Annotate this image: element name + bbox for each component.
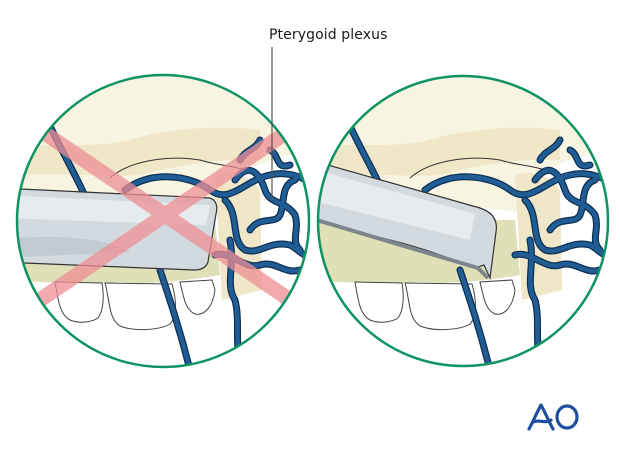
incorrect-cross-mark bbox=[35, 123, 295, 307]
ao-logo bbox=[527, 403, 579, 431]
panel-incorrect bbox=[15, 73, 311, 369]
panel-border bbox=[15, 73, 311, 369]
panel-correct bbox=[316, 74, 610, 368]
panel-border bbox=[316, 74, 610, 368]
pterygoid-plexus-label: Pterygoid plexus bbox=[269, 27, 388, 43]
retractor-correct bbox=[319, 159, 497, 281]
